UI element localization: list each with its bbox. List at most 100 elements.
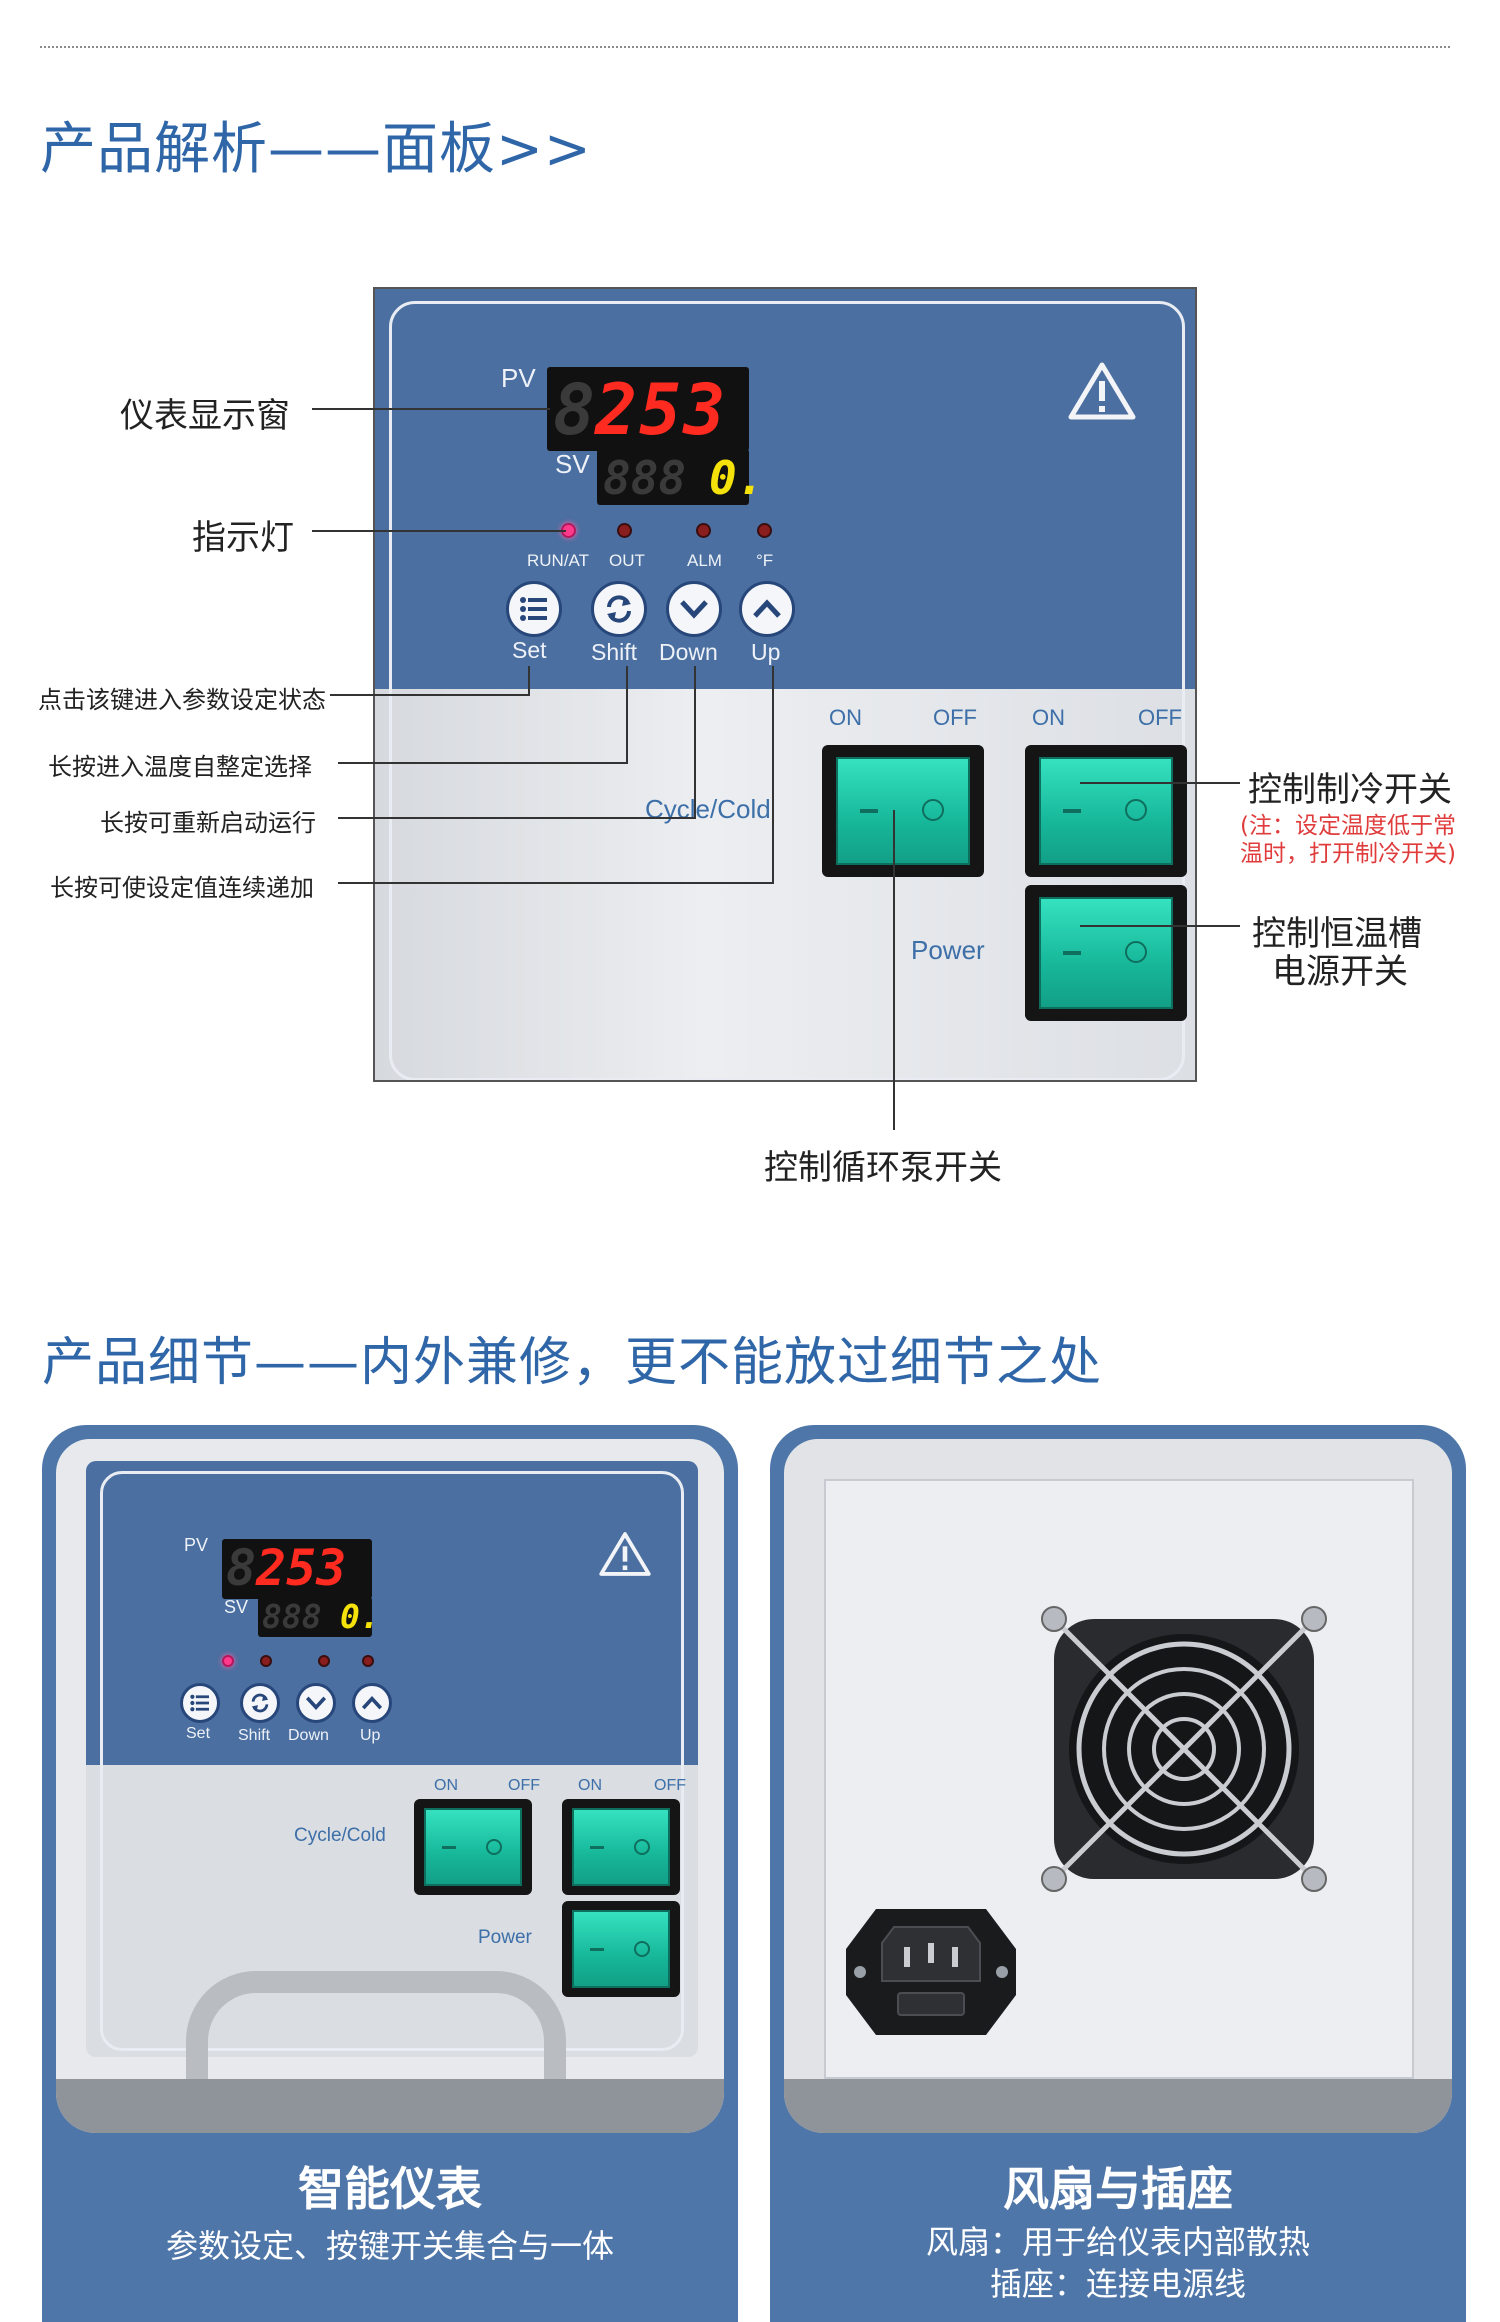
shift-label-small: Shift xyxy=(238,1727,271,1744)
control-panel-image: PV SV 8 253 888 0. RUN/AT OUT ALM °F xyxy=(373,287,1197,1082)
set-button-small[interactable] xyxy=(180,1683,220,1723)
leader-power xyxy=(1080,925,1240,927)
chevron-down-icon xyxy=(680,600,708,619)
refresh-icon xyxy=(251,1693,269,1713)
leader-set-h xyxy=(330,694,530,696)
switch2-off-label: OFF xyxy=(1138,705,1182,730)
card-line-socket: 插座：连接电源线 xyxy=(989,2265,1246,2303)
menu-icon xyxy=(520,597,547,621)
cycle-pump-rocker xyxy=(836,757,970,865)
down-label-small: Down xyxy=(288,1727,329,1744)
led-label-run-at: RUN/AT xyxy=(527,551,590,570)
refresh-icon xyxy=(607,595,631,623)
callout-pump-switch: 控制循环泵开关 xyxy=(764,1148,1002,1188)
led-fahrenheit xyxy=(757,523,772,538)
cycle-cold-label-small: Cycle/Cold xyxy=(294,1825,386,1846)
callout-down-desc: 长按可重新启动运行 xyxy=(100,809,316,837)
callout-cold-switch: 控制制冷开关 xyxy=(1248,770,1452,810)
pv-value: 253 xyxy=(595,369,728,451)
sv-label: SV xyxy=(555,449,590,479)
top-divider xyxy=(40,46,1450,48)
cold-switch[interactable] xyxy=(1025,745,1187,877)
section-title-details: 产品细节——内外兼修，更不能放过细节之处 xyxy=(42,1333,1103,1393)
callout-cold-note-2: 温时，打开制冷开关) xyxy=(1240,841,1456,867)
up-label: Up xyxy=(751,639,781,665)
switch1-off-label: OFF xyxy=(933,705,977,730)
leader-indicator xyxy=(312,530,566,532)
cycle-pump-switch-small[interactable] xyxy=(414,1799,532,1895)
switch1-off-small: OFF xyxy=(508,1777,540,1794)
led-label-out: OUT xyxy=(609,551,645,570)
led-run-at-small xyxy=(222,1655,234,1667)
leader-up-v xyxy=(772,666,774,884)
sv-value-small: 0. xyxy=(340,1597,380,1636)
down-button-small[interactable] xyxy=(296,1683,336,1723)
callout-set-desc: 点击该键进入参数设定状态 xyxy=(38,686,326,714)
sv-ghost-digits: 888 xyxy=(603,451,687,505)
pv-ghost-digit: 8 xyxy=(553,369,596,451)
led-f-small xyxy=(362,1655,374,1667)
card-fan-socket: 风扇与插座 风扇：用于给仪表内部散热 插座：连接电源线 xyxy=(770,1425,1466,2322)
cold-rocker xyxy=(1039,757,1173,865)
leader-pump xyxy=(893,810,895,1130)
led-alm-small xyxy=(318,1655,330,1667)
up-button[interactable] xyxy=(739,581,795,637)
shift-button[interactable] xyxy=(591,581,647,637)
card-title-fan-socket: 风扇与插座 xyxy=(1003,2162,1233,2216)
callout-shift-desc: 长按进入温度自整定选择 xyxy=(48,753,312,781)
pv-ghost-small: 8 xyxy=(226,1539,257,1597)
card-line-fan: 风扇：用于给仪表内部散热 xyxy=(925,2223,1310,2261)
power-switch[interactable] xyxy=(1025,885,1187,1021)
down-label: Down xyxy=(659,639,718,665)
power-label-small: Power xyxy=(478,1927,532,1948)
led-label-f: °F xyxy=(756,551,774,570)
power-rocker xyxy=(1039,897,1173,1009)
led-label-alm: ALM xyxy=(687,551,722,570)
menu-icon xyxy=(190,1694,209,1712)
up-label-small: Up xyxy=(360,1727,381,1744)
leader-down-v xyxy=(694,666,696,819)
shift-label: Shift xyxy=(591,639,638,665)
callout-power-switch-2: 电源开关 xyxy=(1272,952,1408,992)
leader-shift-v xyxy=(626,666,628,764)
power-label: Power xyxy=(911,935,985,965)
leader-shift-h xyxy=(338,762,628,764)
down-button[interactable] xyxy=(666,581,722,637)
leader-set-v xyxy=(528,666,530,696)
cycle-cold-label: Cycle/Cold xyxy=(645,794,771,824)
fan-socket-photo xyxy=(784,1439,1452,2133)
switch2-on-label: ON xyxy=(1032,705,1065,730)
sv-value: 0. xyxy=(709,451,765,505)
smart-meter-photo: PV SV 8 253 888 0. xyxy=(56,1439,724,2133)
switch1-on-label: ON xyxy=(829,705,862,730)
leader-up-h xyxy=(338,882,774,884)
pv-label-small: PV xyxy=(184,1535,209,1555)
warning-triangle-icon xyxy=(599,1532,651,1576)
pv-display-small: 8 253 xyxy=(222,1539,372,1599)
section-title-panel: 产品解析——面板>> xyxy=(40,117,592,182)
chevron-up-icon xyxy=(753,599,781,618)
sv-display: 888 0. xyxy=(597,449,764,505)
led-out xyxy=(617,523,632,538)
pv-value-small: 253 xyxy=(256,1539,347,1597)
led-alm xyxy=(696,523,711,538)
card-title-smart-meter: 智能仪表 xyxy=(298,2162,482,2216)
set-button[interactable] xyxy=(506,581,562,637)
rear-base xyxy=(784,2079,1452,2133)
warning-triangle-icon xyxy=(1068,362,1136,420)
card-line-smart-meter-1: 参数设定、按键开关集合与一体 xyxy=(165,2227,614,2265)
callout-indicator: 指示灯 xyxy=(192,518,294,558)
sv-label-small: SV xyxy=(224,1597,249,1617)
cycle-pump-switch[interactable] xyxy=(822,745,984,877)
shift-button-small[interactable] xyxy=(240,1683,280,1723)
power-switch-small[interactable] xyxy=(562,1901,680,1997)
leader-cold xyxy=(1080,782,1240,784)
switch2-on-small: ON xyxy=(578,1777,602,1794)
cold-switch-small[interactable] xyxy=(562,1799,680,1895)
card-smart-meter: PV SV 8 253 888 0. xyxy=(42,1425,738,2322)
led-out-small xyxy=(260,1655,272,1667)
callout-up-desc: 长按可使设定值连续递加 xyxy=(50,874,314,902)
switch2-off-small: OFF xyxy=(654,1777,686,1794)
callout-display-window: 仪表显示窗 xyxy=(120,396,290,436)
up-button-small[interactable] xyxy=(352,1683,392,1723)
